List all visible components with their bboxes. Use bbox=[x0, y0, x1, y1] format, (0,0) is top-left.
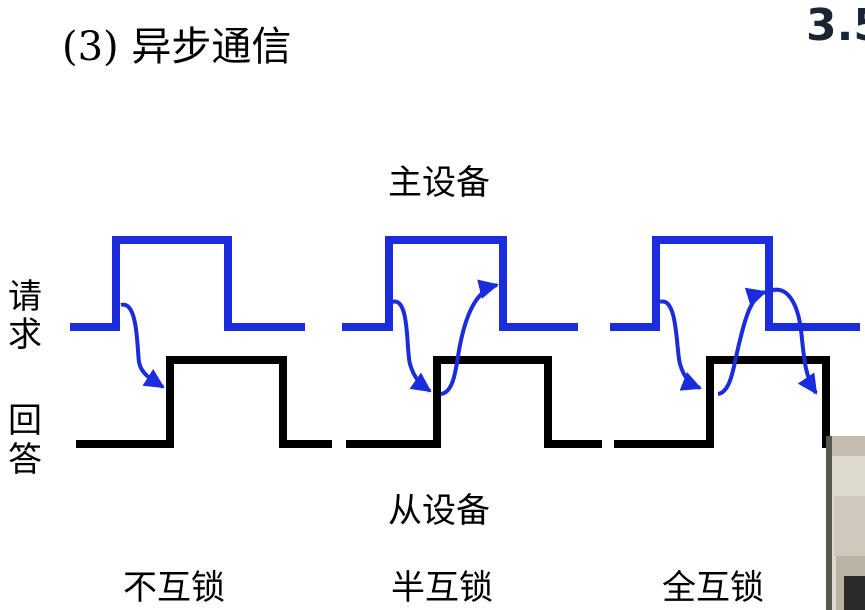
request-release-arrow-3 bbox=[767, 287, 818, 395]
mode-label-half-interlock: 半互锁 bbox=[391, 568, 493, 608]
section-number: 3.5 bbox=[806, 0, 865, 51]
response-label-char-1: 回 bbox=[8, 401, 42, 441]
speaker-video-overlay bbox=[826, 436, 865, 610]
response-label-char-2: 答 bbox=[8, 440, 42, 480]
request-waveform-1 bbox=[70, 236, 305, 331]
response-waveform-3 bbox=[614, 356, 836, 448]
response-waveform-2 bbox=[346, 356, 602, 448]
request-to-response-arrow-2 bbox=[391, 299, 432, 393]
request-waveform-3 bbox=[610, 236, 860, 331]
response-to-request-arrow-2 bbox=[440, 279, 499, 396]
slide-title: (3) 异步通信 bbox=[62, 24, 292, 70]
request-to-response-arrow-3 bbox=[659, 299, 702, 391]
video-frame-image bbox=[826, 436, 865, 610]
panel-no-interlock bbox=[70, 236, 332, 448]
response-waveform-1 bbox=[76, 356, 332, 448]
request-label-char-1: 请 bbox=[8, 277, 42, 317]
panel-half-interlock bbox=[342, 236, 602, 448]
master-device-label: 主设备 bbox=[388, 163, 490, 203]
mode-label-no-interlock: 不互锁 bbox=[123, 568, 225, 608]
mode-label-full-interlock: 全互锁 bbox=[662, 568, 764, 608]
causal-arrow-1 bbox=[120, 302, 165, 389]
slave-device-label: 从设备 bbox=[388, 491, 490, 531]
panel-full-interlock bbox=[610, 236, 860, 448]
request-label-char-2: 求 bbox=[8, 315, 42, 355]
response-to-request-arrow-3 bbox=[717, 287, 767, 396]
request-waveform-2 bbox=[342, 236, 578, 331]
